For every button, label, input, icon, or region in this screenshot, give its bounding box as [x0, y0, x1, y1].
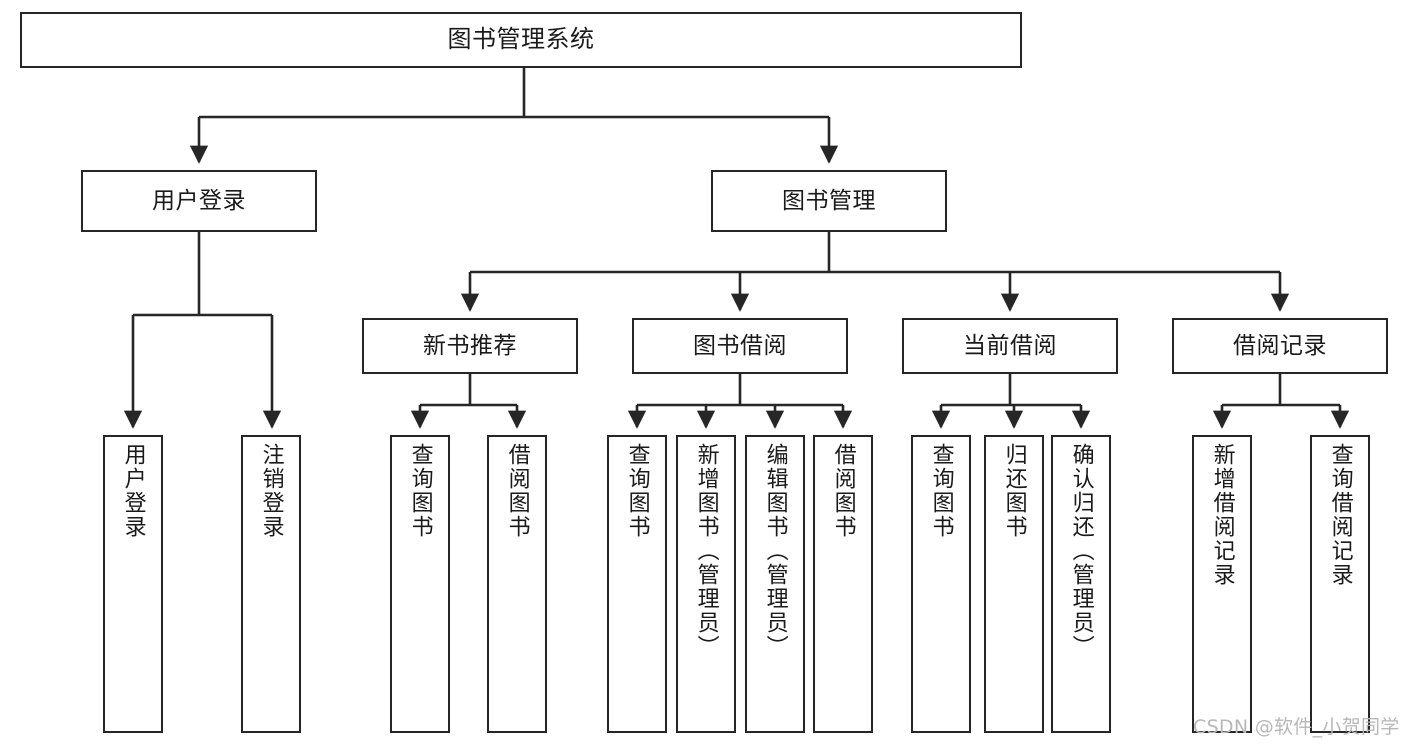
- node-leaf-return-book-label: 归还图书: [1001, 443, 1027, 539]
- node-leaf-add-borrow-record[interactable]: 新增借阅记录: [1192, 435, 1252, 733]
- node-leaf-add-book-admin[interactable]: 新增图书（管理员）: [676, 435, 736, 733]
- node-leaf-query-book-2[interactable]: 查询图书: [607, 435, 667, 733]
- node-leaf-query-book-2-label: 查询图书: [624, 443, 650, 539]
- node-user-login-label: 用户登录: [152, 187, 246, 214]
- node-leaf-edit-book-admin-label: 编辑图书（管理员）: [762, 443, 788, 659]
- node-current-borrow-label: 当前借阅: [963, 332, 1057, 359]
- node-leaf-borrow-book-1-label: 借阅图书: [504, 443, 530, 539]
- node-user-login[interactable]: 用户登录: [81, 170, 317, 232]
- node-leaf-query-book-1[interactable]: 查询图书: [390, 435, 450, 733]
- node-root[interactable]: 图书管理系统: [20, 12, 1022, 68]
- node-leaf-query-book-1-label: 查询图书: [407, 443, 433, 539]
- node-borrow-record-label: 借阅记录: [1233, 332, 1327, 359]
- node-book-borrow[interactable]: 图书借阅: [632, 318, 848, 374]
- node-leaf-return-book[interactable]: 归还图书: [984, 435, 1044, 733]
- node-leaf-confirm-return-admin-label: 确认归还（管理员）: [1068, 443, 1094, 659]
- node-leaf-user-logout[interactable]: 注销登录: [241, 435, 301, 733]
- node-borrow-record[interactable]: 借阅记录: [1172, 318, 1388, 374]
- node-leaf-user-login[interactable]: 用户登录: [103, 435, 163, 733]
- node-leaf-borrow-book-2[interactable]: 借阅图书: [813, 435, 873, 733]
- node-current-borrow[interactable]: 当前借阅: [902, 318, 1118, 374]
- node-leaf-borrow-book-2-label: 借阅图书: [830, 443, 856, 539]
- node-leaf-confirm-return-admin[interactable]: 确认归还（管理员）: [1051, 435, 1111, 733]
- csdn-watermark: CSDN @软件_小贺同学: [1193, 716, 1400, 738]
- node-leaf-user-logout-label: 注销登录: [258, 443, 284, 539]
- node-leaf-query-borrow-record[interactable]: 查询借阅记录: [1310, 435, 1370, 733]
- node-book-borrow-label: 图书借阅: [693, 332, 787, 359]
- node-new-book-recommend[interactable]: 新书推荐: [362, 318, 578, 374]
- node-leaf-query-book-3[interactable]: 查询图书: [911, 435, 971, 733]
- node-leaf-edit-book-admin[interactable]: 编辑图书（管理员）: [745, 435, 805, 733]
- node-leaf-user-login-label: 用户登录: [120, 443, 146, 539]
- node-leaf-query-book-3-label: 查询图书: [928, 443, 954, 539]
- node-book-manage[interactable]: 图书管理: [711, 170, 947, 232]
- node-leaf-add-book-admin-label: 新增图书（管理员）: [693, 443, 719, 659]
- node-leaf-query-borrow-record-label: 查询借阅记录: [1327, 443, 1353, 587]
- node-leaf-borrow-book-1[interactable]: 借阅图书: [487, 435, 547, 733]
- node-root-label: 图书管理系统: [447, 25, 595, 54]
- node-book-manage-label: 图书管理: [782, 187, 876, 214]
- node-new-book-recommend-label: 新书推荐: [423, 332, 517, 359]
- node-leaf-add-borrow-record-label: 新增借阅记录: [1209, 443, 1235, 587]
